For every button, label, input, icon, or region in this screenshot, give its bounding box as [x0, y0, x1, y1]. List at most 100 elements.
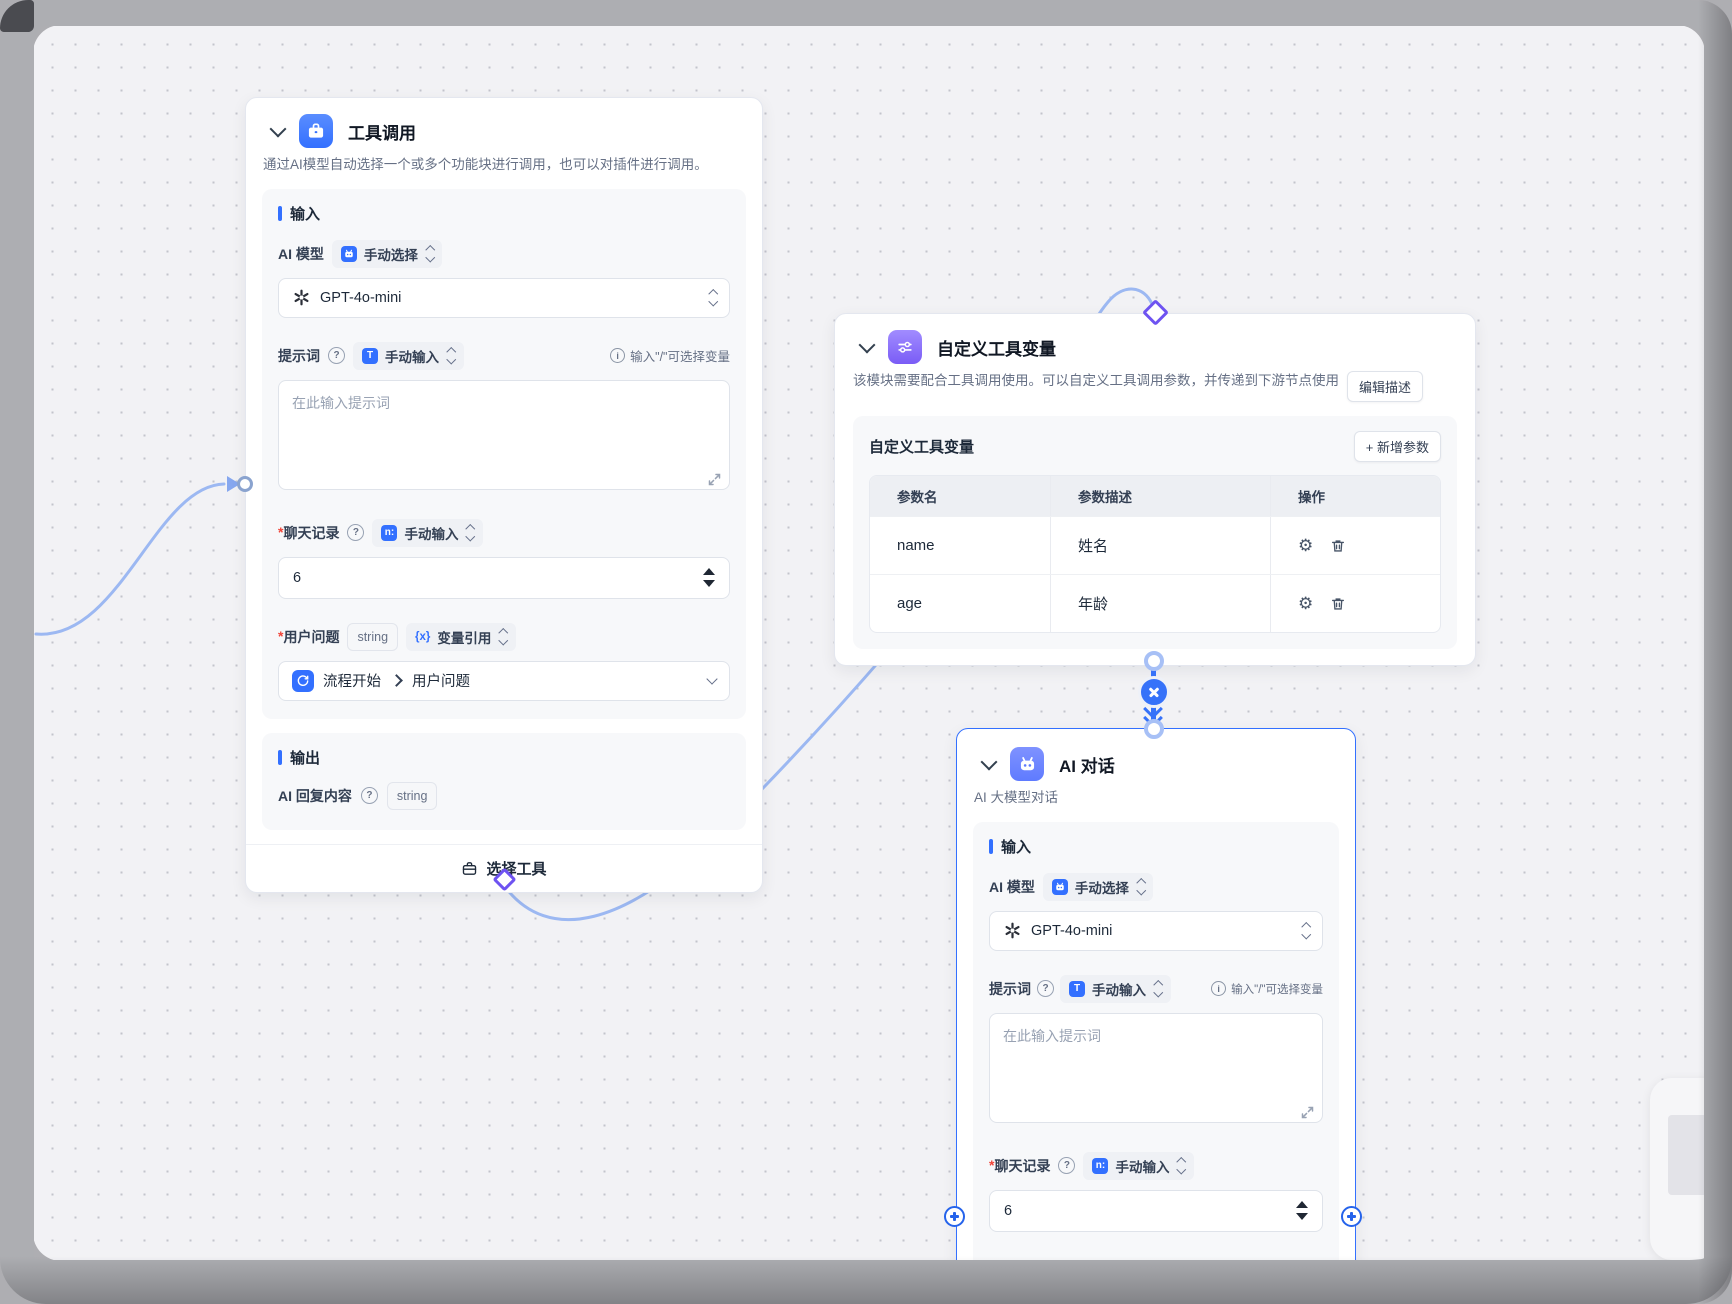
- model-mode-label: 手动选择: [363, 247, 418, 263]
- node-ai-chat[interactable]: AI 对话 AI 大模型对话 输入 AI 模型 手动选择: [956, 728, 1356, 1290]
- model-select[interactable]: GPT-4o-mini: [989, 910, 1323, 951]
- add-connection-left-handle[interactable]: [944, 1206, 965, 1227]
- param-name: name: [897, 537, 935, 554]
- briefcase-outline-icon: [463, 861, 477, 875]
- input-section-title: 输入: [1001, 838, 1032, 856]
- input-handle[interactable]: [1144, 719, 1164, 739]
- column-header: 参数描述: [1050, 476, 1270, 516]
- stepper-up-icon[interactable]: [1296, 1201, 1308, 1209]
- node-custom-variable[interactable]: 自定义工具变量 该模块需要配合工具调用使用。可以自定义工具调用参数，并传递到下游…: [834, 313, 1476, 666]
- node-description: 通过AI模型自动选择一个或多个功能块进行调用，也可以对插件进行调用。: [263, 157, 708, 172]
- variable-braces-icon: {x}: [415, 630, 431, 643]
- prompt-mode-badge[interactable]: T 手动输入: [353, 341, 464, 370]
- history-mode-label: 手动输入: [404, 526, 459, 542]
- number-input-icon: n:: [381, 524, 398, 541]
- history-mode-badge[interactable]: n: 手动输入: [372, 518, 483, 547]
- history-mode-badge[interactable]: n: 手动输入: [1083, 1151, 1194, 1180]
- breadcrumb-separator-icon: [390, 674, 403, 687]
- type-badge: string: [347, 622, 399, 651]
- prompt-hint: i 输入"/"可选择变量: [1211, 981, 1323, 997]
- history-number-input[interactable]: [278, 556, 730, 599]
- trash-icon[interactable]: [1330, 538, 1346, 554]
- prompt-mode-label: 手动输入: [385, 349, 439, 365]
- question-mark-icon[interactable]: ?: [360, 787, 378, 805]
- section-bar: [989, 838, 993, 854]
- chevron-updown-icon: [1301, 922, 1311, 939]
- model-select[interactable]: GPT-4o-mini: [278, 277, 730, 318]
- expand-icon[interactable]: [1301, 1106, 1314, 1119]
- custom-variable-panel: 自定义工具变量 + 新增参数 参数名 参数描述 操作 name 姓名 ⚙: [853, 416, 1457, 649]
- question-mark-icon[interactable]: ?: [347, 524, 365, 542]
- question-variable-select[interactable]: 流程开始 用户问题: [278, 660, 730, 701]
- question-mark-icon[interactable]: ?: [1037, 980, 1054, 998]
- chevron-updown-icon: [708, 289, 718, 306]
- sliders-icon: [888, 330, 922, 364]
- node-title: 工具调用: [348, 123, 416, 143]
- gear-icon[interactable]: ⚙: [1298, 594, 1314, 613]
- prompt-mode-badge[interactable]: T 手动输入: [1060, 974, 1171, 1003]
- edit-description-button[interactable]: 编辑描述: [1347, 371, 1424, 402]
- type-badge: string: [386, 781, 438, 810]
- robot-icon: [340, 245, 357, 262]
- question-mode-label: 变量引用: [437, 630, 492, 646]
- collapse-chevron-icon[interactable]: [980, 753, 998, 770]
- collapse-chevron-icon[interactable]: [269, 120, 287, 137]
- gear-icon[interactable]: ⚙: [1298, 536, 1314, 555]
- question-mark-icon[interactable]: ?: [328, 347, 345, 365]
- model-mode-label: 手动选择: [1074, 880, 1129, 896]
- model-mode-badge[interactable]: 手动选择: [1042, 872, 1154, 901]
- model-mode-badge[interactable]: 手动选择: [331, 239, 443, 268]
- add-param-button[interactable]: + 新增参数: [1353, 431, 1441, 462]
- ai-model-label: AI 模型: [989, 878, 1035, 895]
- output-panel: 输出 AI 回复内容 ? string: [262, 732, 746, 830]
- section-bar: [278, 749, 282, 765]
- text-input-icon: T: [362, 347, 378, 364]
- stepper-down-icon[interactable]: [703, 580, 715, 588]
- history-value-field[interactable]: [1002, 1201, 1296, 1220]
- node-title: AI 对话: [1059, 756, 1115, 776]
- trash-icon[interactable]: [1330, 596, 1346, 612]
- history-label: *聊天记录: [989, 1156, 1051, 1174]
- node-tool-call-header: 工具调用: [246, 98, 762, 148]
- input-panel: 输入 AI 模型 手动选择 GPT-4o-mini 提示词: [262, 188, 746, 719]
- minimized-side-panel[interactable]: [1650, 1078, 1732, 1260]
- table-row: name 姓名 ⚙: [870, 516, 1440, 574]
- chevron-updown-icon: [446, 347, 456, 364]
- info-icon: i: [610, 348, 626, 364]
- question-mark-icon[interactable]: ?: [1058, 1157, 1076, 1175]
- prompt-textarea[interactable]: [278, 379, 730, 490]
- input-panel: 输入 AI 模型 手动选择 GPT-4o-mini 提示词: [973, 821, 1339, 1272]
- column-header: 操作: [1270, 476, 1440, 516]
- openai-logo-icon: [292, 288, 311, 307]
- chevron-updown-icon: [1177, 1157, 1187, 1174]
- model-value: GPT-4o-mini: [320, 289, 402, 306]
- prompt-textarea[interactable]: [989, 1012, 1323, 1123]
- history-number-input[interactable]: [989, 1189, 1323, 1232]
- input-handle[interactable]: [237, 476, 253, 492]
- robot-icon: [1051, 878, 1068, 895]
- expand-icon[interactable]: [708, 473, 721, 486]
- node-tool-call[interactable]: 工具调用 通过AI模型自动选择一个或多个功能块进行调用，也可以对插件进行调用。 …: [245, 97, 763, 893]
- output-field-label: AI 回复内容: [278, 787, 352, 804]
- history-value-field[interactable]: [291, 568, 703, 587]
- flow-start-icon: [292, 669, 314, 692]
- robot-icon: [1010, 747, 1044, 781]
- table-row: age 年龄 ⚙: [870, 574, 1440, 632]
- frame-shadow-bottom: [0, 1256, 1732, 1304]
- column-header: 参数名: [897, 490, 938, 505]
- variable-source: 流程开始: [323, 674, 381, 691]
- stepper-up-icon[interactable]: [703, 568, 715, 576]
- collapse-chevron-icon[interactable]: [858, 336, 876, 353]
- section-bar: [278, 205, 282, 221]
- add-connection-right-handle[interactable]: [1341, 1206, 1362, 1227]
- number-stepper[interactable]: [703, 568, 717, 588]
- number-stepper[interactable]: [1296, 1201, 1310, 1221]
- output-handle[interactable]: [1144, 651, 1164, 671]
- briefcase-icon: [299, 114, 333, 148]
- question-mode-badge[interactable]: {x} 变量引用: [406, 622, 516, 651]
- stepper-down-icon[interactable]: [1296, 1213, 1308, 1221]
- chevron-updown-icon: [466, 524, 476, 541]
- variable-field: 用户问题: [412, 674, 470, 691]
- required-asterisk: *: [278, 627, 284, 644]
- required-asterisk: *: [278, 523, 284, 540]
